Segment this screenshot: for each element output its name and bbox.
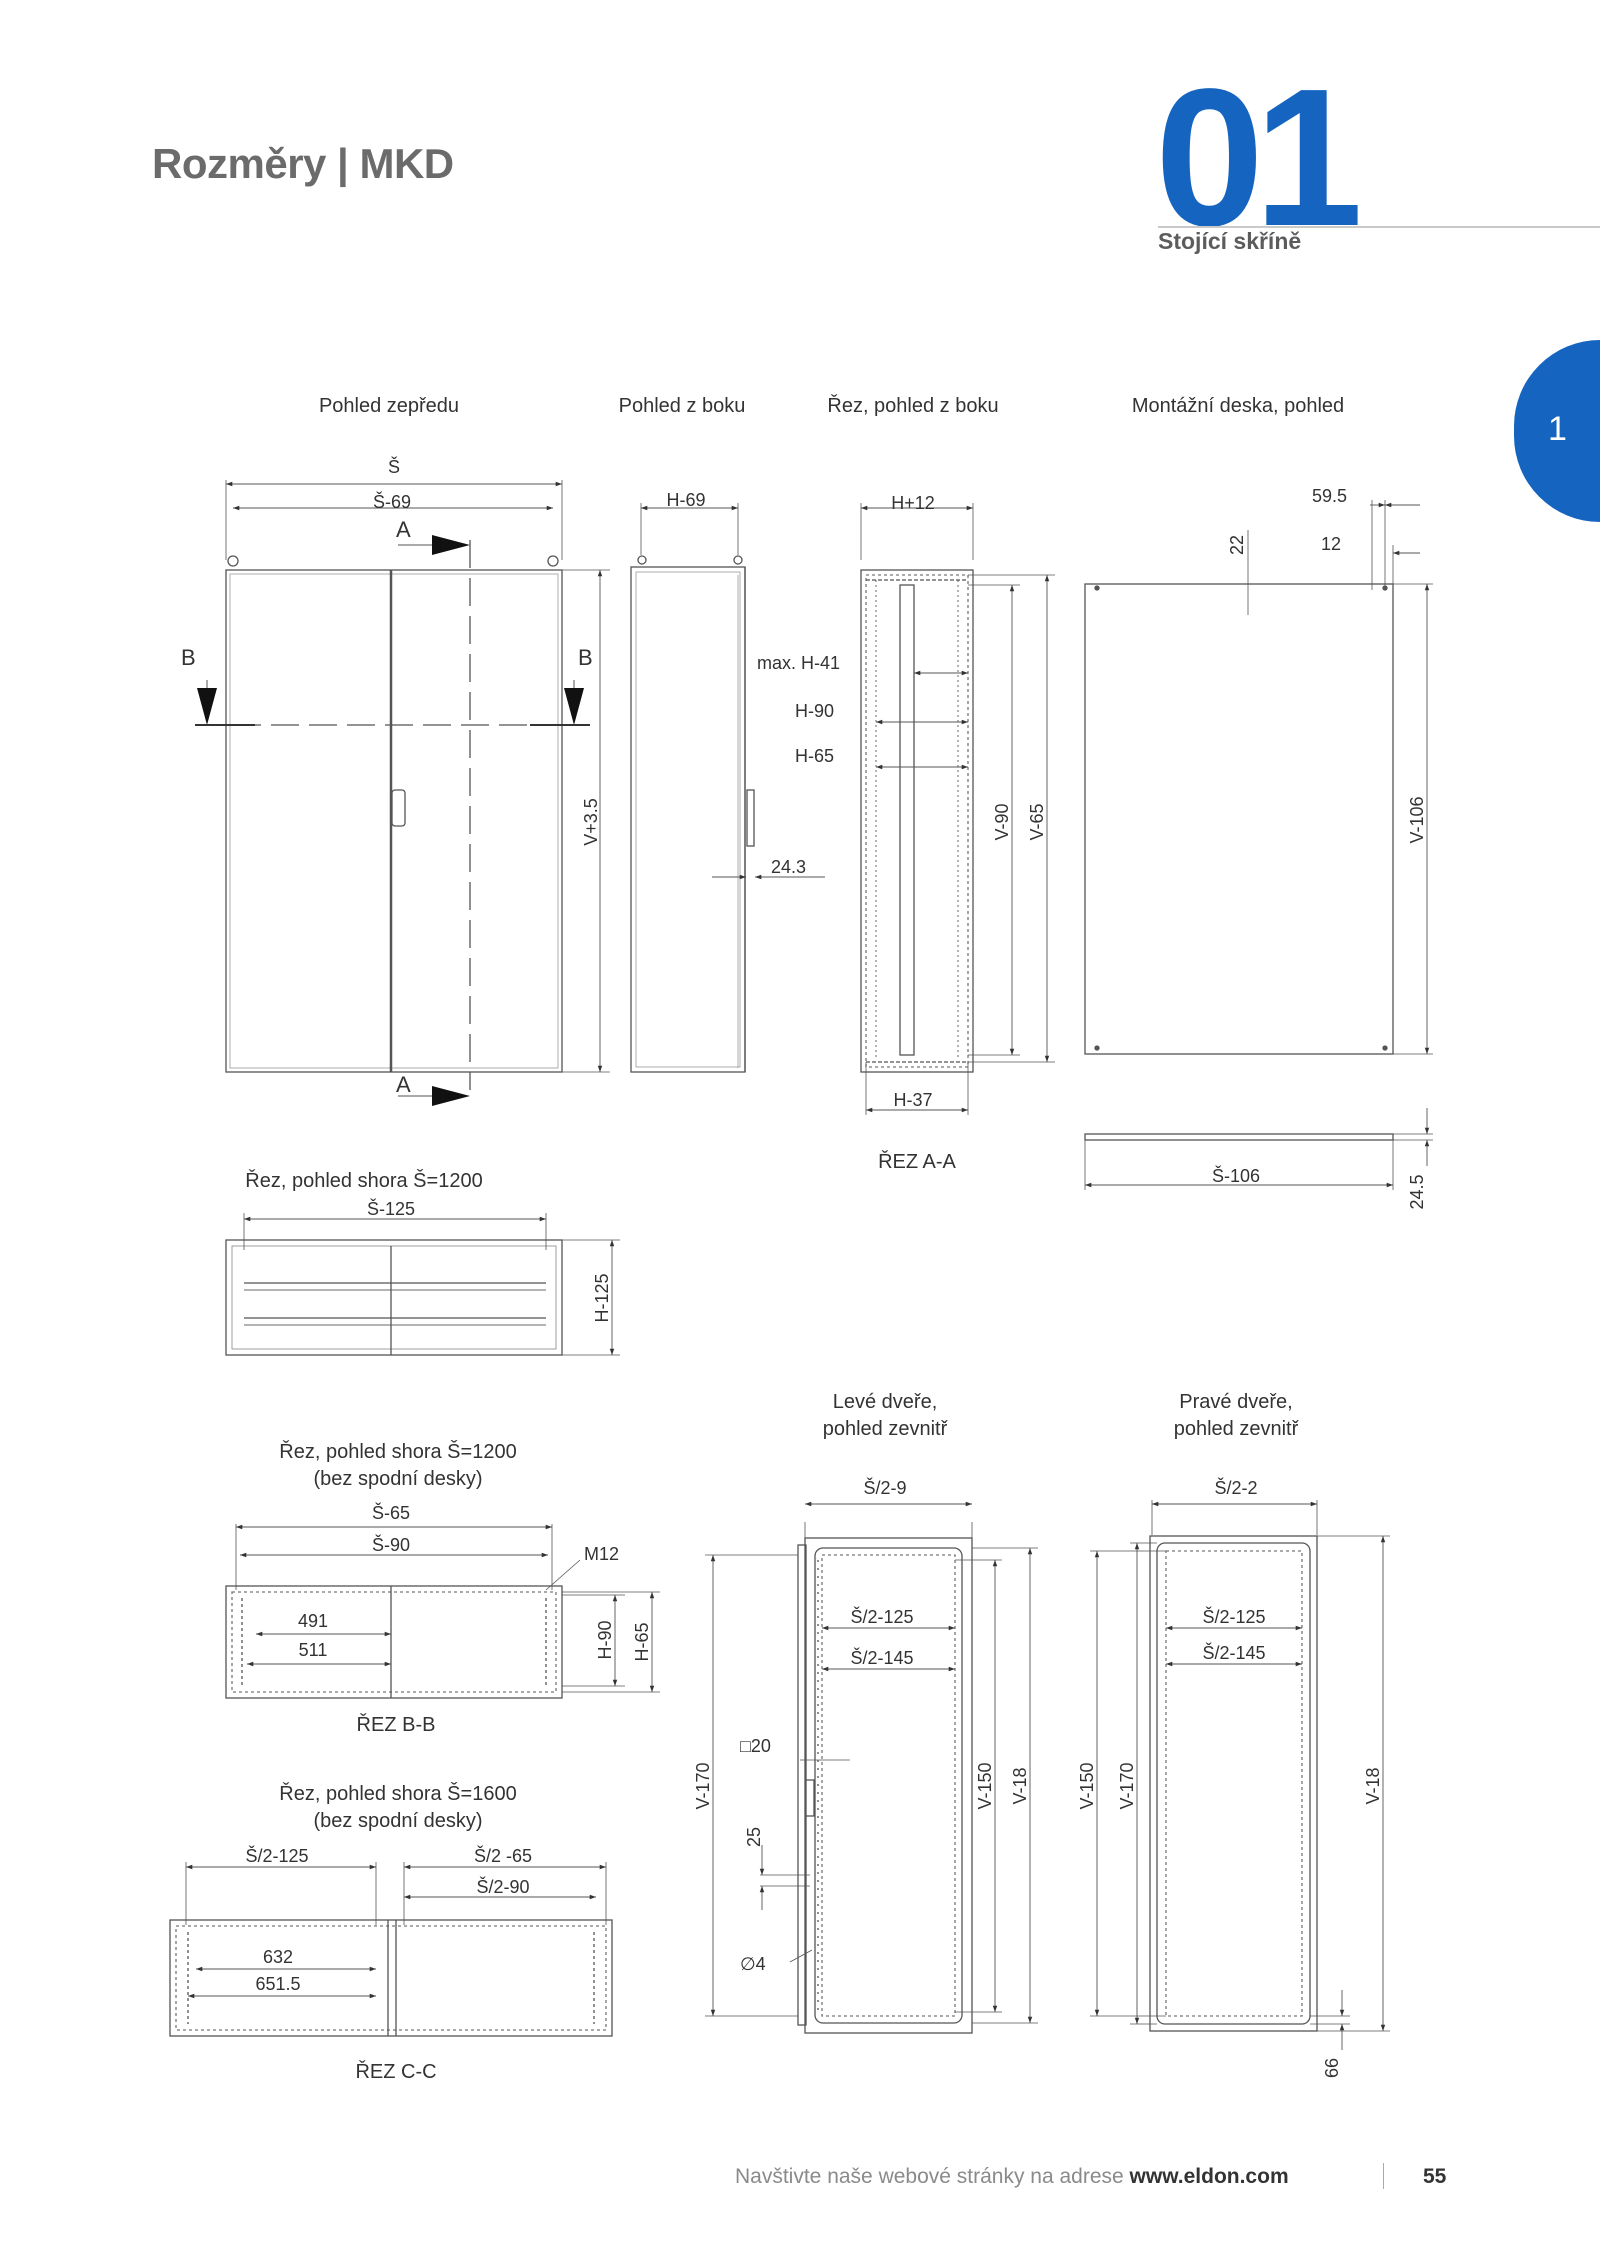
dim-rd-v150: V-150 bbox=[1077, 1762, 1097, 1809]
dim-ld-s29: Š/2-9 bbox=[863, 1477, 906, 1498]
dim-rd-s2145: Š/2-145 bbox=[1202, 1642, 1265, 1663]
dim-ld-sq20: □20 bbox=[740, 1736, 771, 1756]
dim-plate-22: 22 bbox=[1227, 535, 1247, 555]
dim-side-h69: H-69 bbox=[666, 490, 705, 510]
dim-sec-h41: max. H-41 bbox=[757, 653, 840, 673]
label-right-door-2: pohled zevnitř bbox=[1174, 1418, 1300, 1440]
label-front-view: Pohled zepředu bbox=[319, 395, 459, 417]
chapter-tab-number: 1 bbox=[1548, 410, 1567, 448]
label-top1200: Řez, pohled shora Š=1200 bbox=[245, 1169, 482, 1192]
dim-top1600-632: 632 bbox=[263, 1947, 293, 1967]
section-number: 01 bbox=[1155, 48, 1363, 267]
dim-top1200b-511: 511 bbox=[299, 1640, 328, 1660]
label-side-view: Pohled z boku bbox=[619, 395, 746, 417]
dim-ld-v150: V-150 bbox=[975, 1762, 995, 1809]
label-top1200b-2: (bez spodní desky) bbox=[314, 1468, 483, 1490]
dim-rd-s2125: Š/2-125 bbox=[1202, 1606, 1265, 1627]
label-rez-cc: ŘEZ C-C bbox=[355, 2060, 436, 2083]
dim-plate-245: 24.5 bbox=[1407, 1174, 1427, 1209]
dim-front-w: Š bbox=[388, 456, 400, 477]
dim-sec-h90: H-90 bbox=[795, 701, 834, 721]
dim-rd-v170: V-170 bbox=[1117, 1762, 1137, 1809]
dim-sec-h65: H-65 bbox=[795, 746, 834, 766]
dim-rd-66: 66 bbox=[1322, 2058, 1342, 2078]
top-view-1600-c-c bbox=[169, 1862, 613, 2037]
dim-top1200-s125: Š-125 bbox=[367, 1198, 415, 1219]
dim-top1600-s290: Š/2-90 bbox=[476, 1876, 529, 1897]
label-rez-bb: ŘEZ B-B bbox=[357, 1713, 436, 1736]
dim-top1600-s265: Š/2 -65 bbox=[474, 1845, 532, 1866]
dim-plate-12: 12 bbox=[1321, 534, 1341, 554]
dim-front-a-top: A bbox=[396, 517, 411, 542]
dim-sec-v90: V-90 bbox=[992, 803, 1012, 840]
page-number: 55 bbox=[1423, 2165, 1447, 2188]
header-rule bbox=[1158, 226, 1600, 228]
left-door-view bbox=[705, 1501, 1038, 2034]
dim-top1200-h125: H-125 bbox=[592, 1273, 612, 1322]
dim-top1600-s2125: Š/2-125 bbox=[245, 1845, 308, 1866]
dim-rd-v18: V-18 bbox=[1363, 1767, 1383, 1804]
dim-plate-v106: V-106 bbox=[1407, 796, 1427, 843]
side-view bbox=[630, 503, 825, 1073]
footer-divider bbox=[1383, 2163, 1384, 2189]
page-title: Rozměry | MKD bbox=[152, 140, 454, 187]
dim-top1200b-h65: H-65 bbox=[632, 1622, 652, 1661]
dim-plate-595: 59.5 bbox=[1312, 486, 1347, 506]
label-top1600-2: (bez spodní desky) bbox=[314, 1810, 483, 1832]
right-door-view bbox=[1090, 1500, 1390, 2050]
dim-ld-25: 25 bbox=[744, 1827, 764, 1847]
dim-top1600-6515: 651.5 bbox=[255, 1974, 300, 1994]
dim-ld-s2125: Š/2-125 bbox=[850, 1606, 913, 1627]
dim-top1200b-491: 491 bbox=[298, 1611, 328, 1631]
dim-top1200b-s90: Š-90 bbox=[372, 1534, 410, 1555]
label-rez-aa: ŘEZ A-A bbox=[878, 1150, 956, 1173]
top-view-1200-b-b bbox=[225, 1524, 660, 1699]
footer-label: Navštivte naše webové stránky na adrese bbox=[735, 2165, 1130, 2188]
dim-ld-dia4: ∅4 bbox=[740, 1954, 766, 1974]
section-a-a-view bbox=[860, 503, 1055, 1115]
footer-link[interactable]: www.eldon.com bbox=[1129, 2165, 1289, 2188]
dim-sec-v65: V-65 bbox=[1027, 803, 1047, 840]
dim-front-a-bottom: A bbox=[396, 1072, 411, 1097]
dim-side-243: 24.3 bbox=[771, 857, 806, 877]
footer-text: Navštivte naše webové stránky na adrese … bbox=[735, 2165, 1289, 2189]
label-right-door-1: Pravé dveře, bbox=[1179, 1391, 1292, 1413]
top-view-1200 bbox=[225, 1213, 620, 1356]
section-label: Stojící skříně bbox=[1158, 228, 1302, 254]
dim-front-b-left: B bbox=[181, 645, 196, 670]
label-top1600-1: Řez, pohled shora Š=1600 bbox=[279, 1782, 516, 1805]
label-plate: Montážní deska, pohled bbox=[1132, 395, 1344, 417]
dim-top1200b-m12: M12 bbox=[584, 1544, 619, 1564]
label-left-door-2: pohled zevnitř bbox=[823, 1418, 949, 1440]
dim-front-v35: V+3.5 bbox=[581, 798, 601, 846]
dim-ld-s2145: Š/2-145 bbox=[850, 1647, 913, 1668]
label-section-side: Řez, pohled z boku bbox=[827, 394, 998, 417]
label-top1200b-1: Řez, pohled shora Š=1200 bbox=[279, 1440, 516, 1463]
mounting-plate-view bbox=[1084, 500, 1433, 1190]
label-left-door-1: Levé dveře, bbox=[833, 1391, 938, 1413]
dim-top1200b-s65: Š-65 bbox=[372, 1502, 410, 1523]
dim-rd-s22: Š/2-2 bbox=[1214, 1477, 1257, 1498]
dim-plate-s106: Š-106 bbox=[1212, 1165, 1260, 1186]
dim-front-w69: Š-69 bbox=[373, 491, 411, 512]
dim-sec-h37: H-37 bbox=[893, 1090, 932, 1110]
dim-ld-v18: V-18 bbox=[1010, 1767, 1030, 1804]
dim-sec-h12: H+12 bbox=[891, 493, 935, 513]
dim-top1200b-h90: H-90 bbox=[595, 1620, 615, 1659]
dim-front-b-right: B bbox=[578, 645, 593, 670]
dim-ld-v170: V-170 bbox=[693, 1762, 713, 1809]
front-view bbox=[195, 480, 610, 1106]
